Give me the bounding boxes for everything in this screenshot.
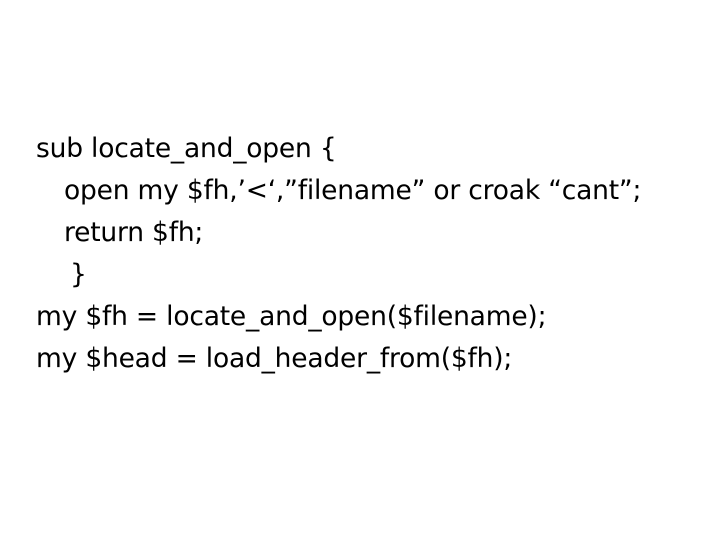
code-line: sub locate_and_open {	[36, 133, 337, 164]
code-line: my $fh = locate_and_open($filename);	[36, 301, 547, 332]
code-line: return $fh;	[64, 217, 204, 248]
code-text-block: sub locate_and_open { open my $fh,’<‘,”f…	[36, 128, 686, 380]
code-line: my $head = load_header_from($fh);	[36, 343, 513, 374]
code-line: }	[70, 259, 87, 290]
code-line: open my $fh,’<‘,”filename” or croak “can…	[64, 175, 642, 206]
